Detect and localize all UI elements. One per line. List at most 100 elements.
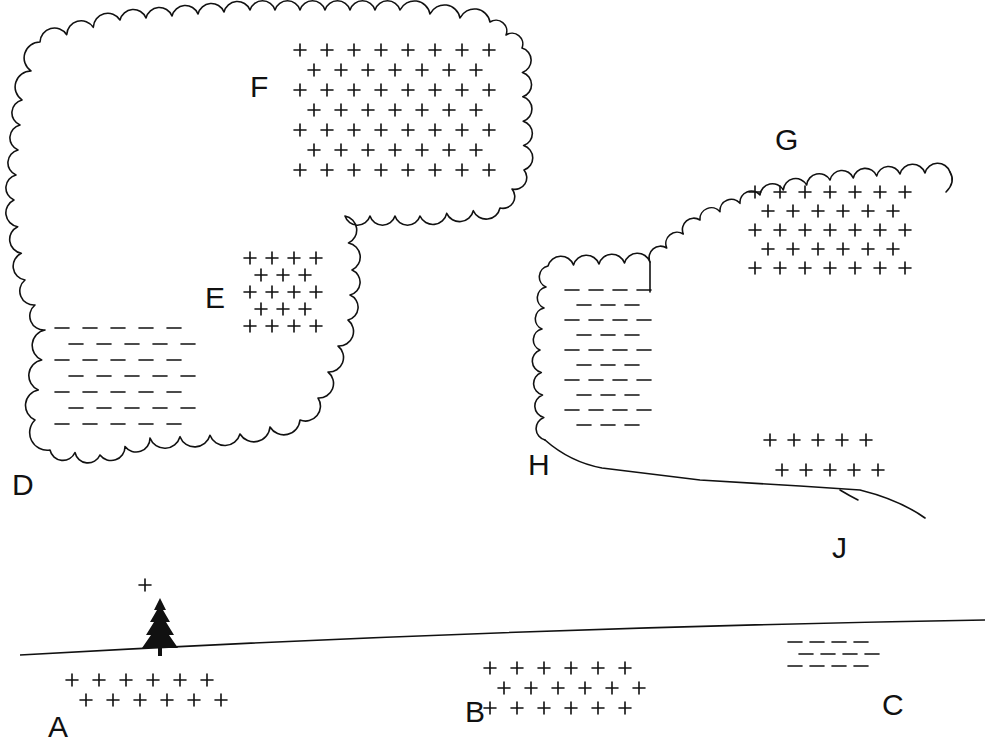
positive-charge [511, 662, 523, 674]
negative-charge [97, 407, 111, 409]
positive-charge [335, 144, 347, 156]
positive-charge [375, 84, 387, 96]
positive-charge [538, 702, 550, 714]
positive-charge [619, 662, 631, 674]
positive-charge [799, 224, 811, 236]
negative-charge [613, 349, 627, 351]
positive-charge [749, 262, 761, 274]
negative-charge [97, 343, 111, 345]
positive-charge [362, 104, 374, 116]
positive-charge [762, 243, 774, 255]
positive-charge [244, 320, 256, 332]
negative-charge [854, 665, 868, 667]
positive-charge [874, 262, 886, 274]
positive-charge [565, 662, 577, 674]
negative-charge [637, 319, 651, 321]
negative-charge [181, 407, 195, 409]
negative-charge [55, 327, 69, 329]
positive-charge [288, 286, 300, 298]
negative-charge [153, 407, 167, 409]
negative-charge [601, 424, 615, 426]
negative-charge [83, 391, 97, 393]
positive-charge [389, 104, 401, 116]
positive-charge [255, 269, 267, 281]
positive-charge [402, 124, 414, 136]
positive-charge [294, 164, 306, 176]
negative-charge [589, 319, 603, 321]
positive-charge [483, 164, 495, 176]
positive-charge [244, 252, 256, 264]
negative-charge [601, 394, 615, 396]
negative-charge [111, 327, 125, 329]
positive-charge [824, 186, 836, 198]
negative-charge [854, 641, 868, 643]
positive-charge [619, 702, 631, 714]
positive-charge [774, 262, 786, 274]
positive-charge [812, 243, 824, 255]
positive-charge [188, 694, 200, 706]
positive-charge [66, 674, 78, 686]
positive-charge [633, 682, 645, 694]
positive-charge [255, 303, 267, 315]
cloud-outline [545, 440, 925, 518]
negative-charge [577, 334, 591, 336]
positive-charge [139, 579, 151, 591]
negative-charge [565, 319, 579, 321]
negative-charge [111, 391, 125, 393]
positive-charge [899, 224, 911, 236]
positive-charge [592, 702, 604, 714]
positive-charge [484, 662, 496, 674]
positive-charge [266, 286, 278, 298]
positive-charge [308, 144, 320, 156]
positive-charge [266, 252, 278, 264]
cloud-outline [532, 163, 950, 440]
negative-charge [139, 327, 153, 329]
positive-charge [456, 44, 468, 56]
positive-charge [335, 64, 347, 76]
negative-charge [139, 359, 153, 361]
positive-charge [862, 205, 874, 217]
positive-charge [872, 464, 884, 476]
positive-charge [375, 164, 387, 176]
positive-charge [335, 104, 347, 116]
negative-charge [167, 359, 181, 361]
negative-charge [832, 665, 846, 667]
negative-charge [637, 379, 651, 381]
cloud-outline [6, 1, 533, 463]
positive-charge [443, 104, 455, 116]
positive-charge [348, 124, 360, 136]
negative-charge [139, 423, 153, 425]
negative-charge [637, 289, 651, 291]
positive-charge [147, 674, 159, 686]
positive-charge [788, 434, 800, 446]
region-letter: B [465, 697, 485, 727]
negative-charge [625, 394, 639, 396]
positive-charge [470, 64, 482, 76]
positive-charge [606, 682, 618, 694]
positive-charge [849, 186, 861, 198]
positive-charge [443, 144, 455, 156]
positive-charge [874, 186, 886, 198]
positive-charge [483, 84, 495, 96]
positive-charge [483, 44, 495, 56]
positive-charge [80, 694, 92, 706]
negative-charge [637, 409, 651, 411]
positive-charge [899, 186, 911, 198]
negative-charge [55, 391, 69, 393]
positive-charge [764, 434, 776, 446]
negative-charge [788, 665, 802, 667]
positive-charge [470, 104, 482, 116]
negative-charge [83, 327, 97, 329]
negative-charge [788, 641, 802, 643]
negative-charge [181, 343, 195, 345]
negative-charge [625, 424, 639, 426]
positive-charge [308, 104, 320, 116]
tree-symbol [142, 598, 178, 656]
positive-charge [294, 84, 306, 96]
positive-charge [161, 694, 173, 706]
negative-charge [821, 653, 835, 655]
negative-charge [125, 343, 139, 345]
negative-charge [810, 641, 824, 643]
negative-charge [125, 375, 139, 377]
